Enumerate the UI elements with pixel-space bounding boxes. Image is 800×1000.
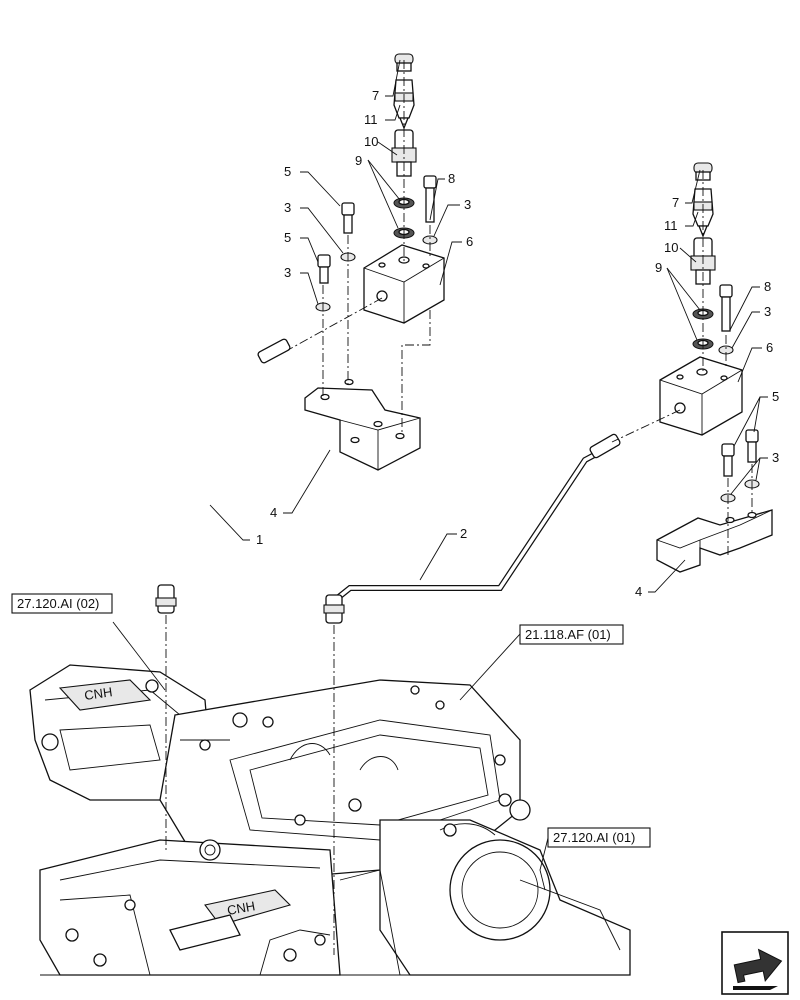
callout-9-right: 9	[655, 260, 662, 275]
next-page-arrow-icon[interactable]	[721, 931, 789, 995]
logo-text-bottom: CNH	[226, 898, 256, 918]
reference-box-21118-01[interactable]: 21.118.AF (01)	[519, 624, 624, 645]
callout-10-right: 10	[664, 240, 678, 255]
callout-7-right: 7	[672, 195, 679, 210]
transmission-housing: CNH CNH	[29, 664, 631, 976]
bracket-part-4-right	[656, 509, 773, 573]
callout-3-left-b: 3	[284, 200, 291, 215]
callout-10-left: 10	[364, 134, 378, 149]
leader-lines	[112, 59, 768, 891]
callout-9-left: 9	[355, 153, 362, 168]
callout-3-right-b: 3	[772, 450, 779, 465]
callout-3-right-a: 3	[764, 304, 771, 319]
callout-4-left: 4	[270, 505, 277, 520]
callout-11-left: 11	[364, 112, 378, 127]
block-part-6-left	[363, 244, 445, 324]
callout-5-right: 5	[772, 389, 779, 404]
callout-1: 1	[256, 532, 263, 547]
callout-numbers: 7 11 10 9 8 3 6 5 3 5 3 4 1 2 7 11 10 9 …	[256, 88, 779, 599]
block-part-6-right	[659, 356, 743, 436]
bracket-part-4-left	[304, 378, 421, 471]
bolt-part-5-left-lower	[317, 254, 331, 284]
callout-6-right: 6	[766, 340, 773, 355]
callout-3-left-c: 3	[284, 265, 291, 280]
tube-part-2	[323, 433, 621, 624]
logo-text-left: CNH	[83, 684, 113, 703]
reference-label: 21.118.AF (01)	[525, 627, 611, 642]
bolt-part-5-right-b	[745, 429, 759, 463]
sensor-part-10-left	[391, 129, 417, 177]
callout-5-left-a: 5	[284, 164, 291, 179]
right-assembly	[323, 162, 773, 955]
fitting-part-11-left	[393, 79, 415, 130]
callout-7-left: 7	[372, 88, 379, 103]
callout-4-right: 4	[635, 584, 642, 599]
bolt-part-5-right-a	[721, 443, 735, 477]
callout-2: 2	[460, 526, 467, 541]
reference-box-27120-01[interactable]: 27.120.AI (01)	[547, 827, 651, 848]
callout-8-right: 8	[764, 279, 771, 294]
callout-3-left-a: 3	[464, 197, 471, 212]
left-assembly	[155, 53, 445, 850]
tube-part-1	[155, 338, 291, 614]
reference-label: 27.120.AI (02)	[17, 596, 99, 611]
bolt-part-8-left	[423, 175, 437, 223]
callout-6-left: 6	[466, 234, 473, 249]
bolt-part-8-right	[719, 284, 733, 332]
reference-label: 27.120.AI (01)	[553, 830, 635, 845]
callout-11-right: 11	[664, 218, 678, 233]
bolt-part-5-left-upper	[341, 202, 355, 234]
callout-8-left: 8	[448, 171, 455, 186]
reference-box-27120-02[interactable]: 27.120.AI (02)	[11, 593, 113, 614]
callout-5-left-b: 5	[284, 230, 291, 245]
